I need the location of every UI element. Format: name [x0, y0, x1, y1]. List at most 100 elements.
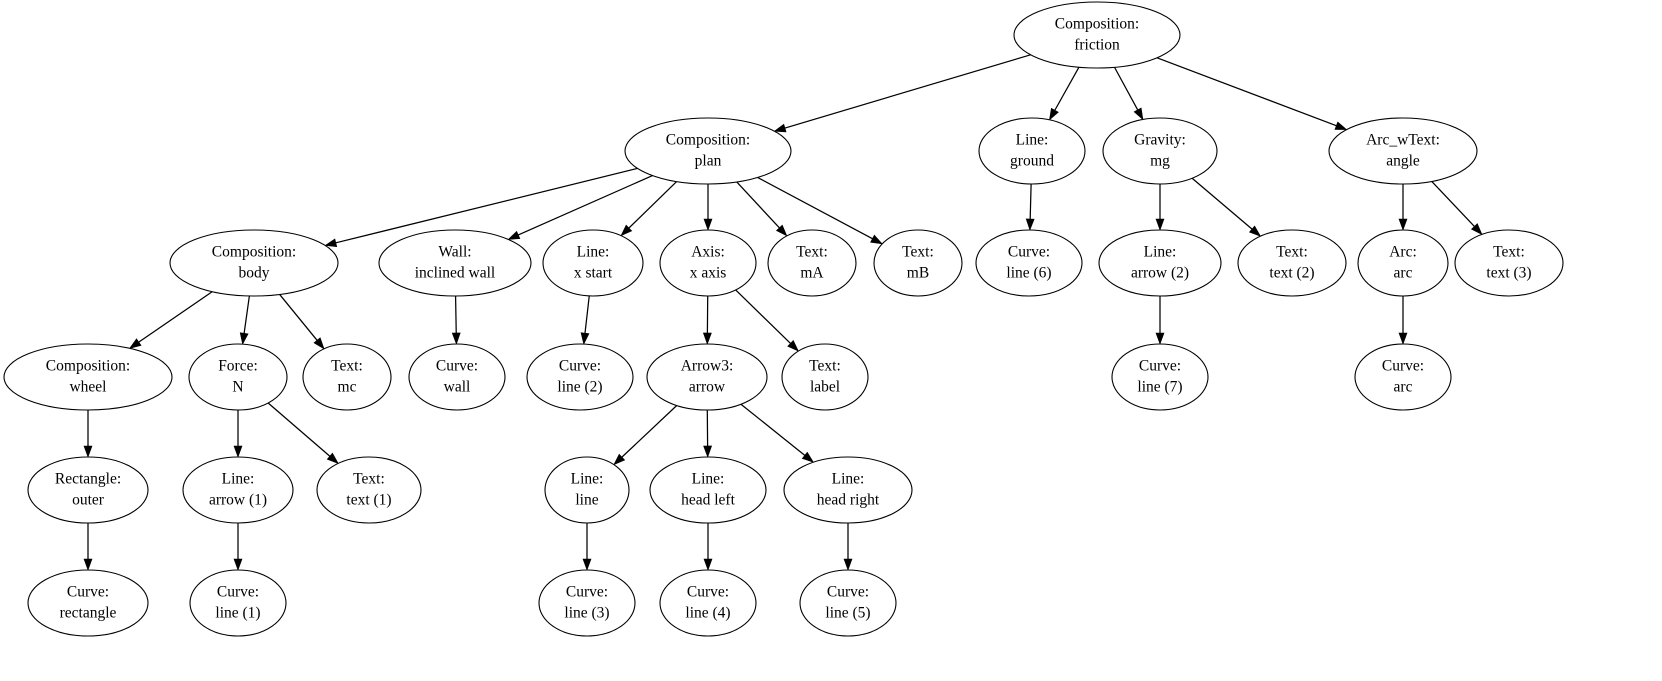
arrowhead-icon	[233, 558, 243, 571]
node-line-ground[interactable]: Line:ground	[978, 117, 1086, 185]
node-ellipse[interactable]	[799, 569, 897, 637]
node-line-arrow-2[interactable]: Line:arrow (2)	[1098, 229, 1222, 297]
node-composition-body[interactable]: Composition:body	[169, 229, 339, 297]
node-type-label: Arrow3:	[681, 358, 734, 375]
node-ellipse[interactable]	[189, 569, 287, 637]
node-text-ma[interactable]: Text:mA	[767, 229, 857, 297]
node-line-arrow-1[interactable]: Line:arrow (1)	[182, 456, 294, 524]
arrowhead-icon	[580, 332, 590, 345]
node-force-n[interactable]: Force:N	[188, 343, 288, 411]
node-ellipse[interactable]	[302, 343, 392, 411]
node-ellipse[interactable]	[1357, 229, 1449, 297]
node-wall-inclined-wall[interactable]: Wall:inclined wall	[378, 229, 532, 297]
node-curve-rectangle[interactable]: Curve:rectangle	[27, 569, 149, 637]
node-type-label: Curve:	[436, 358, 478, 375]
node-line-x-start[interactable]: Line:x start	[542, 229, 644, 297]
node-ellipse[interactable]	[169, 229, 339, 297]
node-ellipse[interactable]	[1102, 117, 1218, 185]
node-curve-line-4[interactable]: Curve:line (4)	[659, 569, 757, 637]
node-ellipse[interactable]	[659, 229, 757, 297]
node-curve-line-2[interactable]: Curve:line (2)	[526, 343, 634, 411]
node-curve-wall[interactable]: Curve:wall	[408, 343, 506, 411]
node-name-label: ground	[1010, 153, 1054, 170]
node-curve-line-3[interactable]: Curve:line (3)	[538, 569, 636, 637]
node-curve-line-7[interactable]: Curve:line (7)	[1111, 343, 1209, 411]
node-ellipse[interactable]	[781, 343, 869, 411]
node-ellipse[interactable]	[873, 229, 963, 297]
node-type-label: Axis:	[691, 244, 725, 261]
node-ellipse[interactable]	[783, 456, 913, 524]
node-composition-wheel[interactable]: Composition:wheel	[3, 343, 173, 411]
node-ellipse[interactable]	[1237, 229, 1347, 297]
node-ellipse[interactable]	[1098, 229, 1222, 297]
node-ellipse[interactable]	[544, 456, 630, 524]
edge-line	[1431, 180, 1475, 227]
arrowhead-icon	[326, 452, 339, 464]
node-type-label: Curve:	[67, 584, 109, 601]
node-ellipse[interactable]	[978, 117, 1086, 185]
node-ellipse[interactable]	[316, 456, 422, 524]
node-name-label: label	[810, 379, 840, 396]
node-ellipse[interactable]	[182, 456, 294, 524]
node-ellipse[interactable]	[975, 229, 1083, 297]
arrowhead-icon	[801, 451, 815, 463]
node-type-label: Text:	[1493, 244, 1525, 261]
node-name-label: mB	[907, 265, 929, 282]
edge-line	[621, 405, 678, 458]
node-name-label: line (1)	[215, 605, 260, 622]
node-ellipse[interactable]	[1354, 343, 1452, 411]
edge-composition-plan-to-text-mb	[757, 176, 883, 245]
node-ellipse[interactable]	[526, 343, 634, 411]
node-type-label: Curve:	[1139, 358, 1181, 375]
node-rectangle-outer[interactable]: Rectangle:outer	[27, 456, 149, 524]
edge-composition-friction-to-arcwtext-angle	[1156, 57, 1348, 130]
node-curve-line-6[interactable]: Curve:line (6)	[975, 229, 1083, 297]
node-ellipse[interactable]	[408, 343, 506, 411]
node-line-head-right[interactable]: Line:head right	[783, 456, 913, 524]
node-ellipse[interactable]	[624, 117, 792, 185]
node-text-label[interactable]: Text:label	[781, 343, 869, 411]
node-ellipse[interactable]	[27, 569, 149, 637]
node-line-head-left[interactable]: Line:head left	[649, 456, 767, 524]
node-ellipse[interactable]	[378, 229, 532, 297]
edge-line	[740, 403, 806, 456]
node-ellipse[interactable]	[649, 456, 767, 524]
node-arrow3-arrow[interactable]: Arrow3:arrow	[646, 343, 768, 411]
node-ellipse[interactable]	[542, 229, 644, 297]
edge-composition-plan-to-composition-body	[324, 167, 638, 248]
node-ellipse[interactable]	[3, 343, 173, 411]
node-arc-arc[interactable]: Arc:arc	[1357, 229, 1449, 297]
node-axis-x-axis[interactable]: Axis:x axis	[659, 229, 757, 297]
node-ellipse[interactable]	[188, 343, 288, 411]
node-composition-friction[interactable]: Composition:friction	[1013, 1, 1181, 69]
node-ellipse[interactable]	[1328, 117, 1478, 185]
node-curve-arc[interactable]: Curve:arc	[1354, 343, 1452, 411]
node-ellipse[interactable]	[659, 569, 757, 637]
node-text-text-1[interactable]: Text:text (1)	[316, 456, 422, 524]
node-ellipse[interactable]	[767, 229, 857, 297]
node-curve-line-5[interactable]: Curve:line (5)	[799, 569, 897, 637]
node-ellipse[interactable]	[646, 343, 768, 411]
node-ellipse[interactable]	[1111, 343, 1209, 411]
node-curve-line-1[interactable]: Curve:line (1)	[189, 569, 287, 637]
node-ellipse[interactable]	[538, 569, 636, 637]
edge-line	[1029, 183, 1032, 220]
node-text-mb[interactable]: Text:mB	[873, 229, 963, 297]
node-name-label: line (4)	[685, 605, 730, 622]
node-ellipse[interactable]	[1454, 229, 1564, 297]
arrowhead-icon	[1155, 218, 1165, 231]
edge-line	[279, 294, 318, 341]
arrowhead-icon	[128, 338, 142, 349]
node-arcwtext-angle[interactable]: Arc_wText:angle	[1328, 117, 1478, 185]
node-name-label: body	[239, 265, 270, 282]
node-text-text-3[interactable]: Text:text (3)	[1454, 229, 1564, 297]
node-ellipse[interactable]	[27, 456, 149, 524]
node-composition-plan[interactable]: Composition:plan	[624, 117, 792, 185]
node-text-mc[interactable]: Text:mc	[302, 343, 392, 411]
node-line-line[interactable]: Line:line	[544, 456, 630, 524]
node-gravity-mg[interactable]: Gravity:mg	[1102, 117, 1218, 185]
arrowhead-icon	[787, 340, 800, 352]
node-ellipse[interactable]	[1013, 1, 1181, 69]
node-text-text-2[interactable]: Text:text (2)	[1237, 229, 1347, 297]
